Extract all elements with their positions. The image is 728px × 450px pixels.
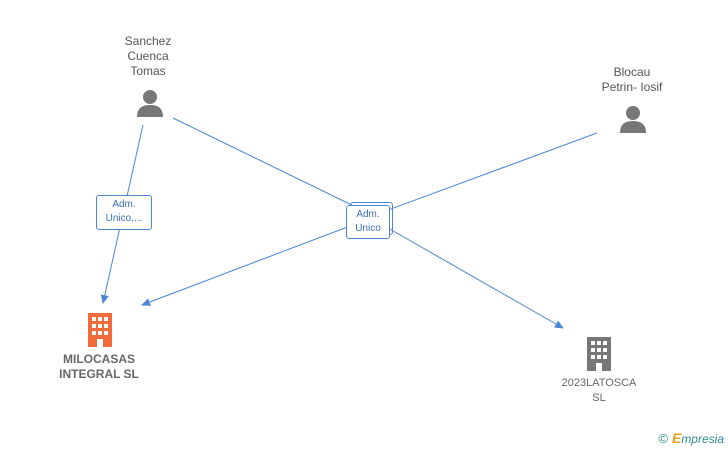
person-icon[interactable] [619,104,647,134]
edge-label-adm-unico-center[interactable]: Adm. Unico [346,202,393,239]
building-icon[interactable] [86,313,114,347]
edge-label-adm-unico-sanchez[interactable]: Adm. Unico,... [96,195,152,230]
company-label-latosca[interactable]: 2023LATOSCA SL [561,377,637,404]
person-label-sanchez[interactable]: Sanchez Cuenca Tomas [124,34,172,78]
building-icon[interactable] [585,337,613,371]
edge-center-milocasas[interactable] [141,225,351,306]
edge-center-latosca[interactable] [387,227,564,329]
empresia-watermark: ©Empresia [658,430,724,446]
person-icon[interactable] [136,88,164,118]
empresia-logo-initial: E [671,430,682,446]
person-label-blocau[interactable]: Blocau Petrin- Iosif [601,65,663,94]
edge-blocau-center[interactable] [379,132,598,214]
copyright-icon: © [658,431,668,446]
company-label-milocasas[interactable]: MILOCASAS INTEGRAL SL [59,352,139,381]
edge-sanchez-center[interactable] [172,117,363,211]
empresia-logo-text: mpresia [681,432,724,446]
